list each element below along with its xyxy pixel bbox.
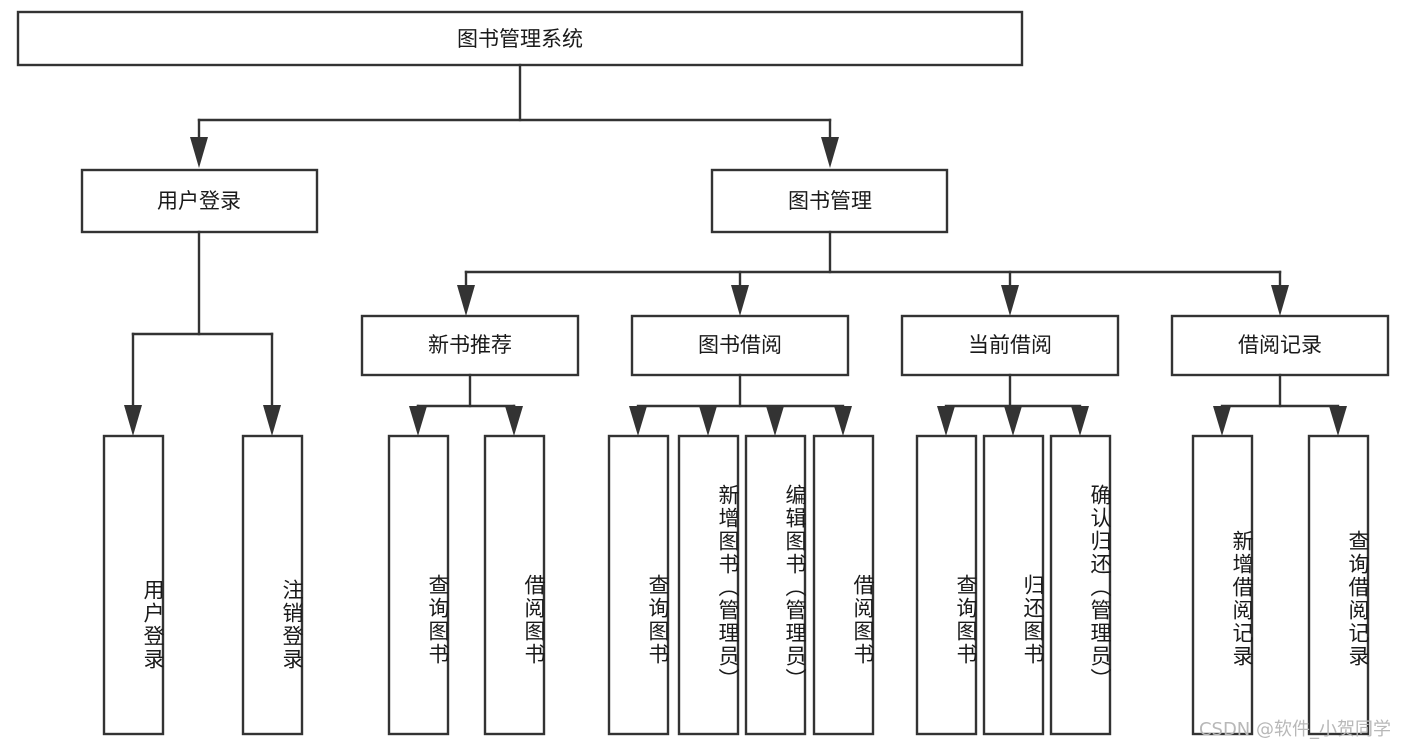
- arrow-head-new-book-rec: [457, 285, 475, 316]
- connector-user-login-to-leaves: [124, 230, 281, 436]
- arrow-head-leaf-borrow-book-1: [505, 406, 523, 436]
- leaf-box-confirm-return[interactable]: [1049, 434, 1112, 736]
- arrow-head-leaf-user-logout: [263, 405, 281, 436]
- book-manage-label: 图书管理: [788, 189, 872, 213]
- arrow-head-book-manage: [821, 137, 839, 168]
- book-borrow-label: 图书借阅: [698, 333, 782, 357]
- arrow-head-user-login: [190, 137, 208, 168]
- borrow-record-box[interactable]: [1170, 314, 1390, 377]
- arrow-head-current-borrow: [1001, 285, 1019, 316]
- arrow-head-leaf-borrow-book-2: [834, 406, 852, 436]
- leaf-box-query-book-1[interactable]: [387, 434, 450, 736]
- node-borrow-record[interactable]: 借阅记录: [1170, 314, 1390, 377]
- node-book-borrow[interactable]: 图书借阅: [630, 314, 850, 377]
- current-borrow-label: 当前借阅: [968, 333, 1052, 357]
- arrow-head-leaf-query-book-3: [937, 406, 955, 436]
- book-manage-box[interactable]: [710, 168, 949, 234]
- user-login-label: 用户登录: [157, 189, 241, 213]
- current-borrow-box[interactable]: [900, 314, 1120, 377]
- leaf-box-add-book[interactable]: [677, 434, 740, 736]
- arrow-head-leaf-query-record: [1329, 406, 1347, 436]
- connector-new-book-rec-to-leaves: [409, 373, 523, 436]
- node-root[interactable]: 图书管理系统: [16, 10, 1024, 67]
- arrow-head-borrow-record: [1271, 285, 1289, 316]
- node-current-borrow[interactable]: 当前借阅: [900, 314, 1120, 377]
- new-book-rec-box[interactable]: [360, 314, 580, 377]
- arrow-head-leaf-return-book: [1004, 406, 1022, 436]
- connector-book-borrow-to-leaves: [629, 373, 852, 436]
- root-label: 图书管理系统: [457, 27, 583, 51]
- leaf-box-query-book-2[interactable]: [607, 434, 670, 736]
- leaf-box-return-book[interactable]: [982, 434, 1045, 736]
- leaf-box-borrow-book-2[interactable]: [812, 434, 875, 736]
- arrow-head-leaf-query-book-1: [409, 406, 427, 436]
- leaf-box-user-login[interactable]: [102, 434, 165, 736]
- connector-book-manage-to-level3: [457, 230, 1289, 316]
- node-user-login[interactable]: 用户登录: [80, 168, 319, 234]
- leaf-box-query-book-3[interactable]: [915, 434, 978, 736]
- arrow-head-leaf-edit-book: [766, 406, 784, 436]
- leaf-box-borrow-book-1[interactable]: [483, 434, 546, 736]
- arrow-head-book-borrow: [731, 285, 749, 316]
- connector-current-borrow-to-leaves: [937, 373, 1089, 436]
- connector-root-to-level2: [190, 63, 839, 168]
- node-book-manage[interactable]: 图书管理: [710, 168, 949, 234]
- root-box[interactable]: [16, 10, 1024, 67]
- node-new-book-rec[interactable]: 新书推荐: [360, 314, 580, 377]
- new-book-rec-label: 新书推荐: [428, 333, 512, 357]
- arrow-head-leaf-add-book: [699, 406, 717, 436]
- book-borrow-box[interactable]: [630, 314, 850, 377]
- borrow-record-label: 借阅记录: [1238, 333, 1322, 357]
- arrow-head-leaf-confirm-return: [1071, 406, 1089, 436]
- leaf-box-query-record[interactable]: [1307, 434, 1370, 736]
- arrow-head-leaf-query-book-2: [629, 406, 647, 436]
- arrow-head-leaf-add-record: [1213, 406, 1231, 436]
- connector-borrow-record-to-leaves: [1213, 373, 1347, 436]
- arrow-head-leaf-user-login: [124, 405, 142, 436]
- leaf-box-edit-book[interactable]: [744, 434, 807, 736]
- leaf-box-user-logout[interactable]: [241, 434, 304, 736]
- leaf-box-add-record[interactable]: [1191, 434, 1254, 736]
